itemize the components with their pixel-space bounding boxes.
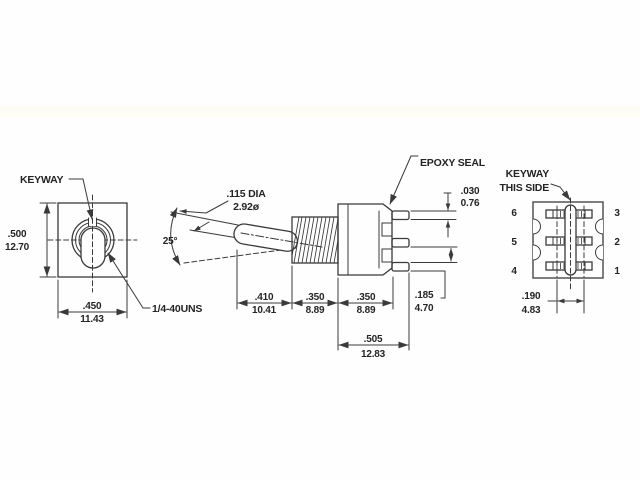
actuator-down-position-line	[183, 247, 297, 264]
keyway-note-line1: KEYWAY	[506, 168, 550, 180]
dim-total-in: .505	[364, 334, 383, 345]
switch-body-side	[337, 203, 410, 276]
dim-term-pitch-mm: 4.70	[415, 303, 434, 314]
dim-actuator-mm: 10.41	[252, 305, 277, 316]
rear-keyway-callout: KEYWAY THIS SIDE	[499, 168, 571, 201]
dim-term-thick-mm: 0.76	[461, 198, 480, 209]
actuator-dia-in: .115 DIA	[226, 188, 266, 200]
front-view: KEYWAY .500 12.70 .450 11.43 1/4-40UNS	[5, 174, 203, 325]
dim-bushing-length: .350 8.89	[292, 292, 338, 316]
actuator-diameter-callout: .115 DIA 2.92ø	[179, 188, 266, 232]
dim-width-in: .450	[83, 301, 102, 312]
dim-body-front-in: .350	[357, 292, 376, 303]
rear-body-outline	[532, 201, 604, 279]
terminal-numbers-left: 6 5 4	[511, 208, 517, 277]
terminal-numbers-right: 3 2 1	[614, 208, 620, 277]
side-notches	[532, 218, 604, 261]
dim-body-total-depth: .505 12.83	[338, 334, 409, 360]
epoxy-seal-callout: EPOXY SEAL	[389, 155, 486, 205]
keyway-label: KEYWAY	[20, 174, 64, 186]
terminal-side-middle	[391, 237, 410, 248]
keyway-callout: KEYWAY	[20, 174, 94, 220]
thread-hatching	[291, 216, 339, 264]
dim-actuator-length: .410 10.41	[237, 292, 292, 316]
terminal-number-4: 4	[511, 266, 517, 277]
throw-angle-dimension: 25°	[163, 207, 181, 266]
dim-height-in: .500	[8, 229, 27, 240]
thread-spec-callout: 1/4-40UNS	[107, 252, 203, 315]
epoxy-seal-label: EPOXY SEAL	[420, 157, 486, 169]
dim-chain-extension-lines	[236, 249, 410, 351]
terminal-number-2: 2	[614, 237, 620, 248]
thread-spec-label: 1/4-40UNS	[152, 303, 202, 315]
dim-bushing-mm: 8.89	[306, 305, 325, 316]
dim-total-mm: 12.83	[361, 349, 386, 360]
actuator-up-position-lines	[170, 211, 239, 239]
dim-height: .500 12.70	[5, 202, 57, 278]
threaded-bushing	[291, 216, 339, 264]
dim-width: .450 11.43	[57, 279, 128, 325]
terminal-number-3: 3	[614, 208, 620, 219]
terminal-number-6: 6	[511, 208, 517, 219]
seal-notch-upper	[381, 222, 393, 237]
terminal-number-5: 5	[511, 237, 517, 248]
dim-term-pitch-in: .185	[415, 290, 434, 301]
scan-artifact-band	[0, 106, 640, 117]
toggle-actuator-side	[233, 223, 299, 252]
throw-angle-value: 25°	[163, 236, 178, 247]
dim-bushing-in: .350	[306, 292, 325, 303]
dim-width-mm: 11.43	[80, 314, 104, 325]
actuator-axis-centerline	[240, 232, 323, 248]
side-view: 25° .115 DIA 2.92ø	[163, 155, 486, 360]
dim-body-front-section: .350 8.89	[338, 292, 393, 316]
keyway-note-line2: THIS SIDE	[499, 182, 549, 194]
dim-height-mm: 12.70	[5, 242, 30, 253]
dim-terminal-thickness: .030 0.76	[410, 186, 480, 238]
terminal-side-top	[391, 210, 410, 221]
terminal-number-1: 1	[614, 266, 620, 277]
dim-term-thick-in: .030	[461, 186, 480, 197]
dim-col-spacing-mm: 4.83	[522, 305, 541, 316]
dim-actuator-in: .410	[255, 292, 274, 303]
actuator-dia-mm: 2.92ø	[233, 201, 260, 213]
rear-view: KEYWAY THIS SIDE 6 5 4 3 2 1 .190 4.83	[499, 168, 620, 316]
dim-body-front-mm: 8.89	[357, 305, 376, 316]
dim-col-spacing-in: .190	[522, 291, 541, 302]
seal-notch-lower	[381, 248, 393, 263]
terminal-side-bottom	[391, 261, 410, 272]
dim-terminal-col-spacing: .190 4.83	[522, 279, 585, 316]
dim-terminal-row-pitch: .185 4.70	[410, 246, 458, 314]
